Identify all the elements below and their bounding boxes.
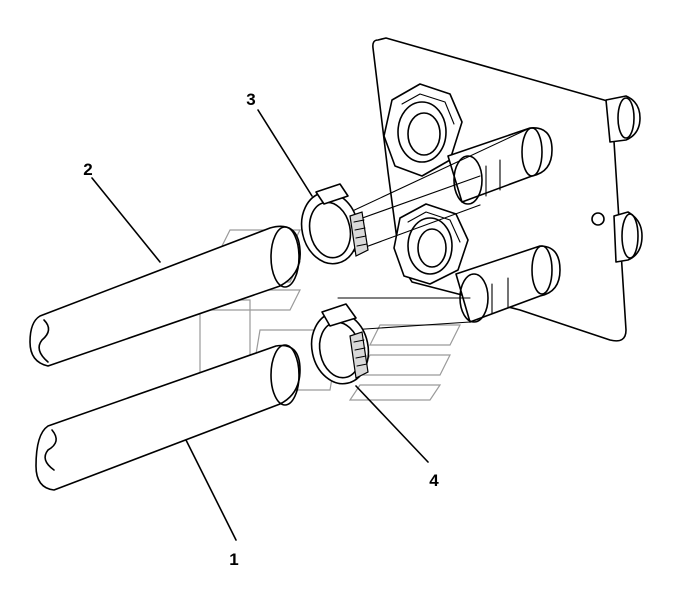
upper-hex-nut [383,83,463,177]
callout-4: 4 [429,471,439,490]
upper-barb-fitting [447,127,553,205]
leader-line-2 [91,177,161,263]
callout-labels: 1 2 3 4 [83,90,439,569]
leader-lines [91,109,429,541]
rear-fitting-lower [613,211,643,263]
callout-1: 1 [229,550,238,569]
leader-line-4 [355,385,429,463]
rear-fitting-upper [605,95,641,143]
leader-line-3 [257,109,313,197]
lower-hex-nut [393,203,469,285]
lower-barb-fitting [455,245,561,323]
hose-1 [35,344,301,491]
callout-3: 3 [246,90,255,109]
hose-2 [29,225,301,367]
hose-clamp-3 [300,183,369,265]
callout-2: 2 [83,160,92,179]
leader-line-1 [185,439,237,541]
hose-clamp-4 [310,303,370,385]
